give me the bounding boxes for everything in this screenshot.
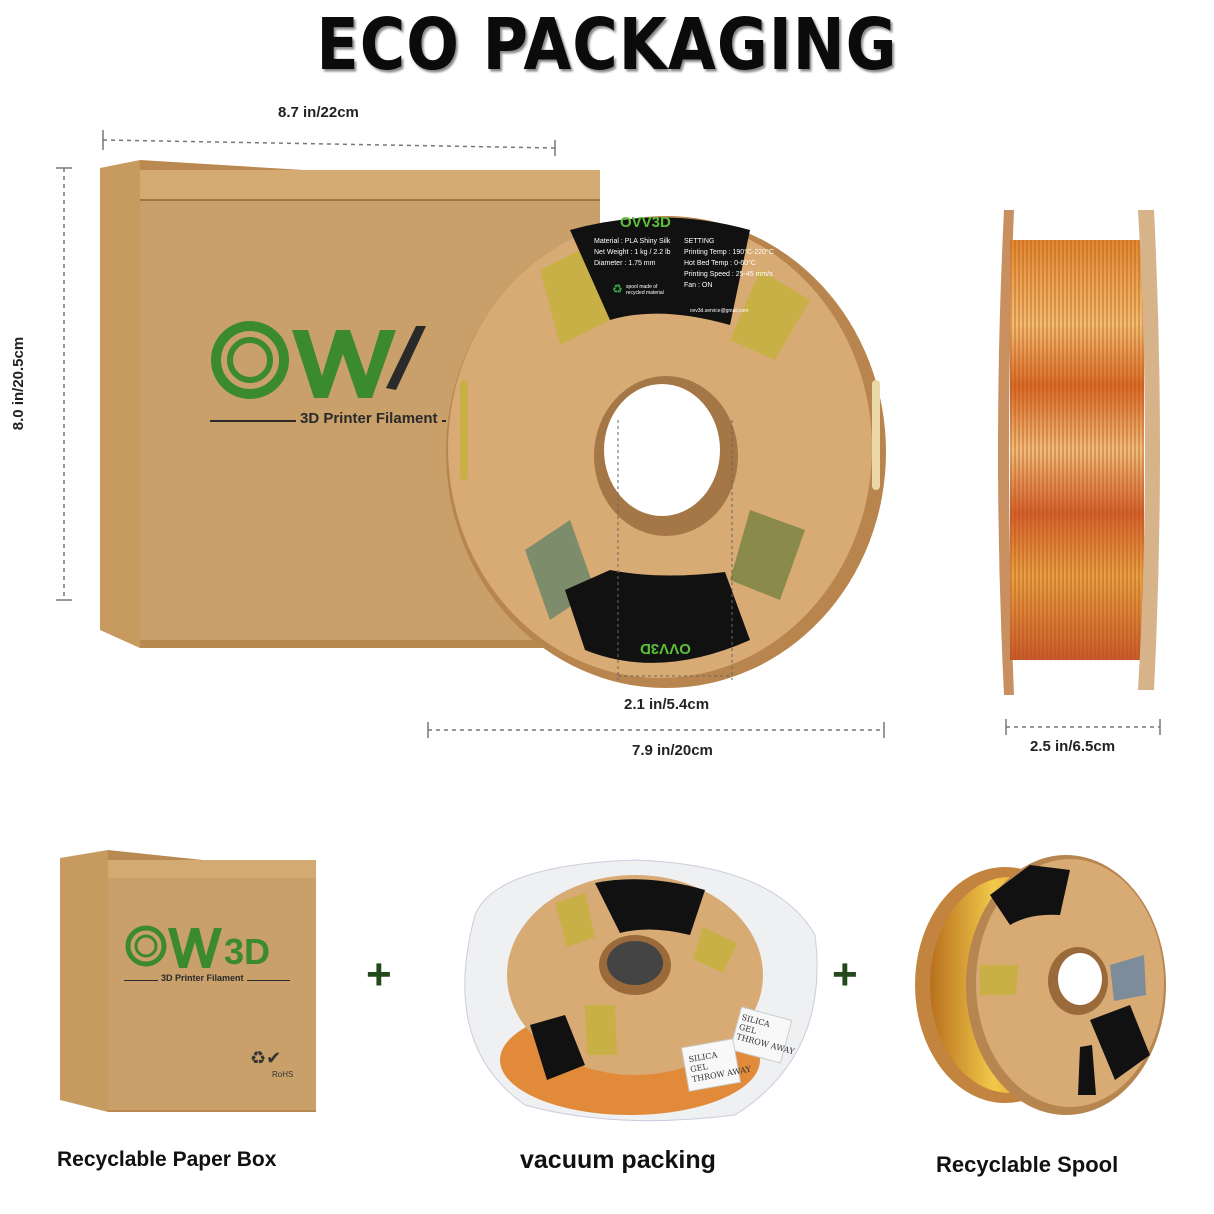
plus-sign-1: + <box>366 950 392 999</box>
recyclable-spool <box>915 855 1166 1115</box>
spool-print-temp: Printing Temp : 190°C-220°C <box>684 249 774 256</box>
tagline-large: 3D Printer Filament <box>296 410 442 427</box>
box-width-label: 8.7 in/22cm <box>278 104 359 121</box>
spool-bed-temp: Hot Bed Temp : 0-60°C <box>684 260 756 267</box>
large-spool-front <box>446 216 886 688</box>
spool-brand-bottom: OVV3D <box>640 640 691 657</box>
spool-setting: SETTING <box>684 238 715 245</box>
spool-email: ovv3d.service@gmail.com <box>690 308 749 314</box>
caption-vacuum-packing: vacuum packing <box>520 1146 716 1174</box>
tagline-small: 3D Printer Filament <box>158 973 247 983</box>
spool-hole-label: 2.1 in/5.4cm <box>624 696 710 713</box>
spool-weight: Net Weight : 1 kg / 2.2 lb <box>594 249 671 256</box>
ow3d-logo-small: 3D <box>125 925 270 972</box>
box-height-label: 8.0 in/20.5cm <box>10 336 28 431</box>
spool-label-left: Material : PLA Shiny Silk Net Weight : 1… <box>594 236 686 269</box>
recycle-mark-icon: ♻✔ <box>250 1048 282 1068</box>
spool-brand-top: OVV3D <box>620 214 671 231</box>
spool-fan: Fan : ON <box>684 282 713 289</box>
spool-speed: Printing Speed : 25-45 mm/s <box>684 271 773 278</box>
spool-diameter: Diameter : 1.75 mm <box>594 260 656 267</box>
caption-recyclable-spool: Recyclable Spool <box>936 1152 1119 1177</box>
vacuum-packed-spool <box>464 859 818 1122</box>
page-title: ECO PACKAGING <box>316 2 898 87</box>
spool-recycled-note: spool made of recycled material <box>626 284 664 296</box>
recycle-icon: ♻ <box>612 282 623 296</box>
plus-sign-2: + <box>832 950 858 999</box>
small-paper-box <box>60 850 316 1112</box>
spool-diameter-label: 7.9 in/20cm <box>632 742 713 759</box>
side-spool <box>998 210 1160 695</box>
spool-label-right: SETTING Printing Temp : 190°C-220°C Hot … <box>684 236 774 291</box>
ow3d-logo-large <box>211 321 426 399</box>
rohs-mark: RoHS <box>272 1070 294 1079</box>
spool-material: Material : PLA Shiny Silk <box>594 238 671 245</box>
svg-text:3D: 3D <box>224 931 270 972</box>
caption-paper-box: Recyclable Paper Box <box>57 1148 277 1171</box>
spool-width-label: 2.5 in/6.5cm <box>1030 738 1116 755</box>
